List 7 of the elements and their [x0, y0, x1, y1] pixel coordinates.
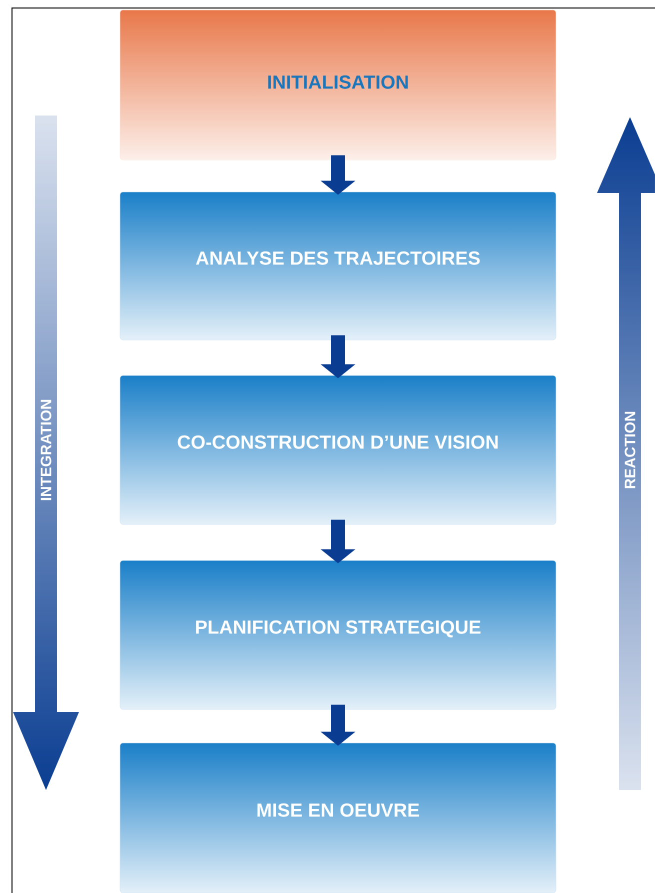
process-box: PLANIFICATION STRATEGIQUE [120, 560, 556, 710]
label: REACTION [624, 412, 636, 488]
process-box: ANALYSE DES TRAJECTOIRES [120, 192, 556, 340]
label: INTEGRATION [40, 400, 52, 500]
process-box: INITIALISATION [120, 10, 556, 160]
process-box: MISE EN OEUVRE [120, 742, 556, 893]
process-box: CO-CONSTRUCTION D’UNE VISION [120, 375, 556, 525]
